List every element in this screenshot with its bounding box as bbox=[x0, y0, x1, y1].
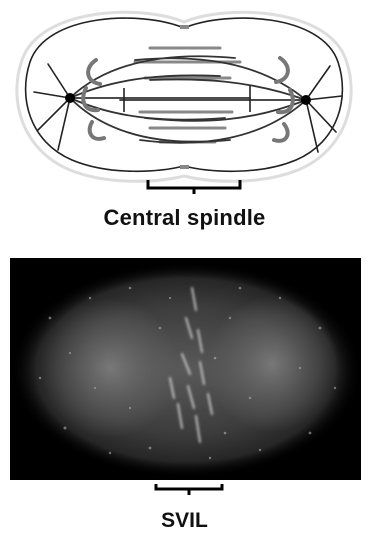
centrosome-right bbox=[301, 95, 311, 105]
central-spindle-caption: Central spindle bbox=[0, 205, 369, 231]
daughter-lobe-left bbox=[40, 298, 180, 438]
daughter-lobe-right bbox=[206, 296, 338, 432]
svil-caption: SVIL bbox=[0, 509, 369, 533]
svil-bracket bbox=[150, 482, 230, 498]
centrosome-left bbox=[65, 93, 75, 103]
spindle-diagram bbox=[0, 0, 369, 200]
furrow-mark-top bbox=[180, 25, 189, 29]
furrow-mark-bottom bbox=[180, 165, 189, 169]
svil-micrograph bbox=[10, 258, 361, 480]
